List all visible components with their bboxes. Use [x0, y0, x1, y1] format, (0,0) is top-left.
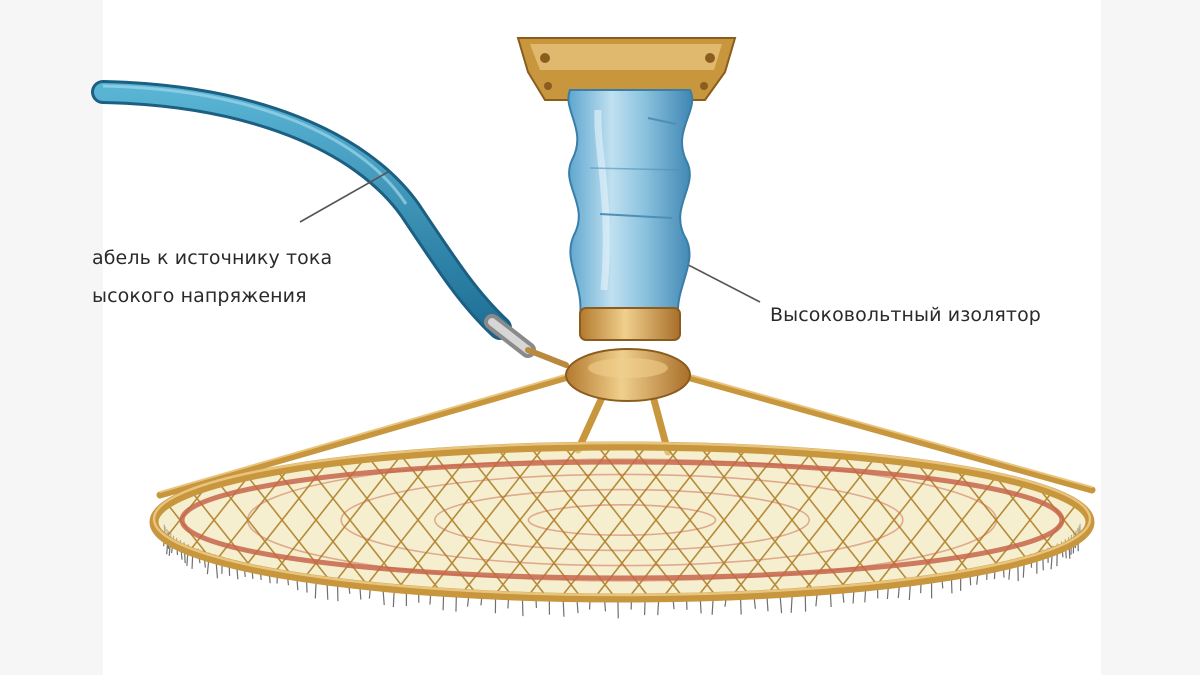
insulator-label: Высоковольтный изолятор	[770, 304, 1041, 326]
cable-label-line1: абель к источнику тока	[92, 247, 332, 269]
cable-icon	[103, 86, 566, 365]
hub-icon	[566, 349, 690, 401]
insulator-icon	[568, 90, 692, 340]
cable-leader-line	[300, 172, 388, 222]
cable-label-line2: ысокого напряжения	[92, 285, 307, 307]
